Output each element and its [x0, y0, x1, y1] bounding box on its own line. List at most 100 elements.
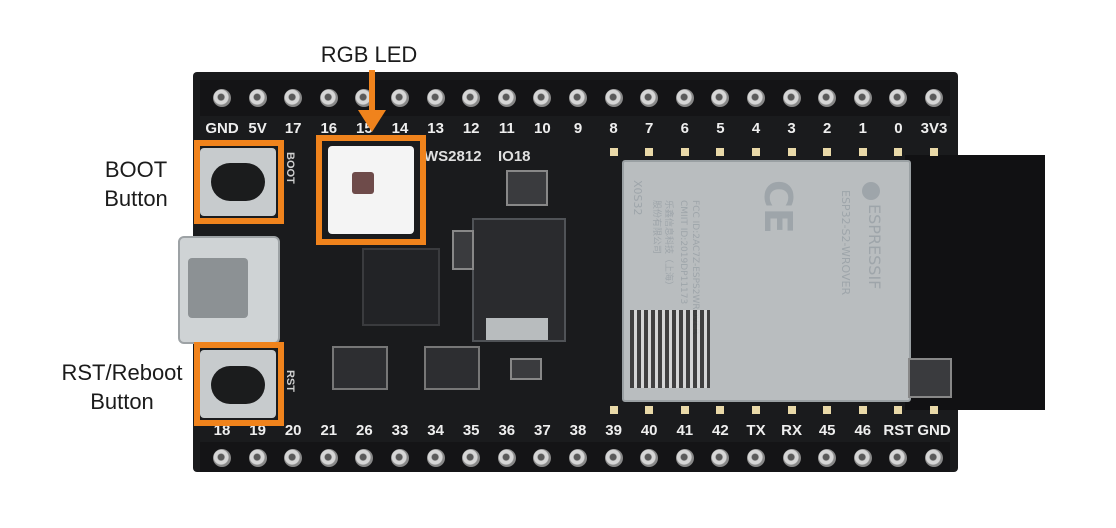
- smd-pad: [680, 148, 689, 156]
- pin-hole: [782, 449, 801, 467]
- pin-hole: [533, 89, 552, 107]
- module-cn-line1: 乐鑫信息科技（上海）: [663, 200, 673, 291]
- smd-pad: [645, 406, 654, 414]
- smd-component: [510, 358, 542, 380]
- pin-hole: [818, 89, 837, 107]
- pin-label-top: GND: [205, 120, 239, 137]
- boot-label: BOOT Button: [86, 155, 186, 213]
- pin-hole: [675, 89, 694, 107]
- pin-label-bottom: TX: [746, 422, 766, 439]
- pin-hole: [747, 449, 765, 467]
- pin-label-top: 6: [680, 120, 689, 137]
- pin-hole: [319, 449, 338, 467]
- smd-pad: [823, 406, 832, 414]
- rgb-led-label: RGB LED: [320, 42, 418, 67]
- pin-label-top: 12: [462, 120, 480, 137]
- pin-hole: [711, 449, 730, 467]
- smd-pad: [894, 406, 903, 414]
- smd-pad: [894, 148, 903, 156]
- pin-label-bottom: 18: [213, 422, 231, 439]
- pin-label-top: 13: [427, 120, 444, 137]
- pin-hole: [462, 449, 481, 467]
- smd-pad: [858, 406, 867, 414]
- smd-pad: [716, 406, 725, 414]
- smd-component: [506, 170, 548, 206]
- pin-label-top: 16: [320, 120, 338, 137]
- silk-io18: IO18: [498, 148, 531, 165]
- smd-component: [332, 346, 388, 390]
- pin-label-top: 2: [823, 120, 832, 137]
- pin-label-top: 3: [787, 120, 796, 137]
- pin-hole: [213, 89, 231, 107]
- silk-rst: RST: [284, 370, 296, 392]
- pin-hole: [426, 89, 445, 107]
- pin-hole: [391, 449, 409, 467]
- cmiit-id: CMIIT ID:2019DP11173: [678, 200, 688, 305]
- pin-label-top: 10: [534, 120, 551, 137]
- smd-pad: [752, 148, 760, 156]
- pin-label-top: 9: [573, 120, 583, 137]
- pin-hole: [640, 449, 659, 467]
- usb-port-opening: [188, 258, 248, 318]
- datamatrix-code: [630, 310, 710, 388]
- pin-label-bottom: 36: [498, 422, 516, 439]
- pin-hole: [853, 449, 872, 467]
- pin-hole: [284, 89, 303, 107]
- pin-hole: [853, 89, 872, 107]
- pin-hole: [889, 449, 908, 467]
- pin-hole: [747, 89, 765, 107]
- pin-label-bottom: 39: [605, 422, 622, 439]
- pin-hole: [533, 449, 552, 467]
- usb-chip: [362, 248, 440, 326]
- pin-hole: [604, 89, 623, 107]
- pin-hole: [426, 449, 445, 467]
- rgb-led-highlight-box: [316, 135, 426, 245]
- rst-highlight-box: [194, 342, 284, 426]
- pin-label-bottom: 19: [249, 422, 266, 439]
- rst-label-line2: Button: [90, 389, 154, 414]
- pin-hole: [497, 449, 516, 467]
- pin-label-bottom: 46: [854, 422, 872, 439]
- pin-label-top: 3V3: [920, 120, 948, 137]
- smd-pad: [609, 148, 618, 156]
- pin-label-bottom: 37: [534, 422, 551, 439]
- pin-hole: [925, 449, 943, 467]
- pin-label-bottom: GND: [917, 422, 951, 439]
- pin-label-bottom: 21: [320, 422, 338, 439]
- pin-label-bottom: RST: [883, 422, 914, 439]
- smd-pad: [645, 148, 654, 156]
- pin-hole: [925, 89, 943, 107]
- pin-label-top: 7: [645, 120, 654, 137]
- smd-component: [908, 358, 952, 398]
- pin-hole: [248, 449, 267, 467]
- smd-pad: [930, 406, 938, 414]
- pin-hole: [889, 89, 908, 107]
- pin-label-bottom: RX: [781, 422, 803, 439]
- pin-label-top: 1: [858, 120, 867, 137]
- pin-hole: [355, 89, 374, 107]
- pin-label-top: 5: [716, 120, 725, 137]
- regulator-tab: [486, 318, 548, 340]
- pin-label-top: 5V: [248, 120, 267, 137]
- pin-label-bottom: 42: [712, 422, 729, 439]
- pin-label-top: 17: [284, 120, 302, 137]
- pin-hole: [213, 449, 231, 467]
- pin-hole: [497, 89, 516, 107]
- espressif-logo-icon: [862, 182, 880, 200]
- module-cn-line2: 股份有限公司: [651, 200, 661, 255]
- smd-pad: [823, 148, 832, 156]
- boot-label-line1: BOOT: [104, 157, 168, 182]
- pin-label-bottom: 33: [391, 422, 409, 439]
- pin-label-bottom: 20: [284, 422, 302, 439]
- smd-component: [424, 346, 480, 390]
- boot-button-cap: [211, 163, 265, 201]
- pin-hole: [462, 89, 481, 107]
- pin-hole: [675, 449, 694, 467]
- pin-label-top: 0: [894, 120, 903, 137]
- pin-hole: [391, 89, 409, 107]
- smd-pad: [858, 148, 867, 156]
- pin-label-top: 11: [498, 120, 515, 137]
- rst-button-cap: [211, 366, 265, 404]
- rst-label-line1: RST/Reboot: [61, 360, 183, 385]
- pin-hole: [284, 449, 303, 467]
